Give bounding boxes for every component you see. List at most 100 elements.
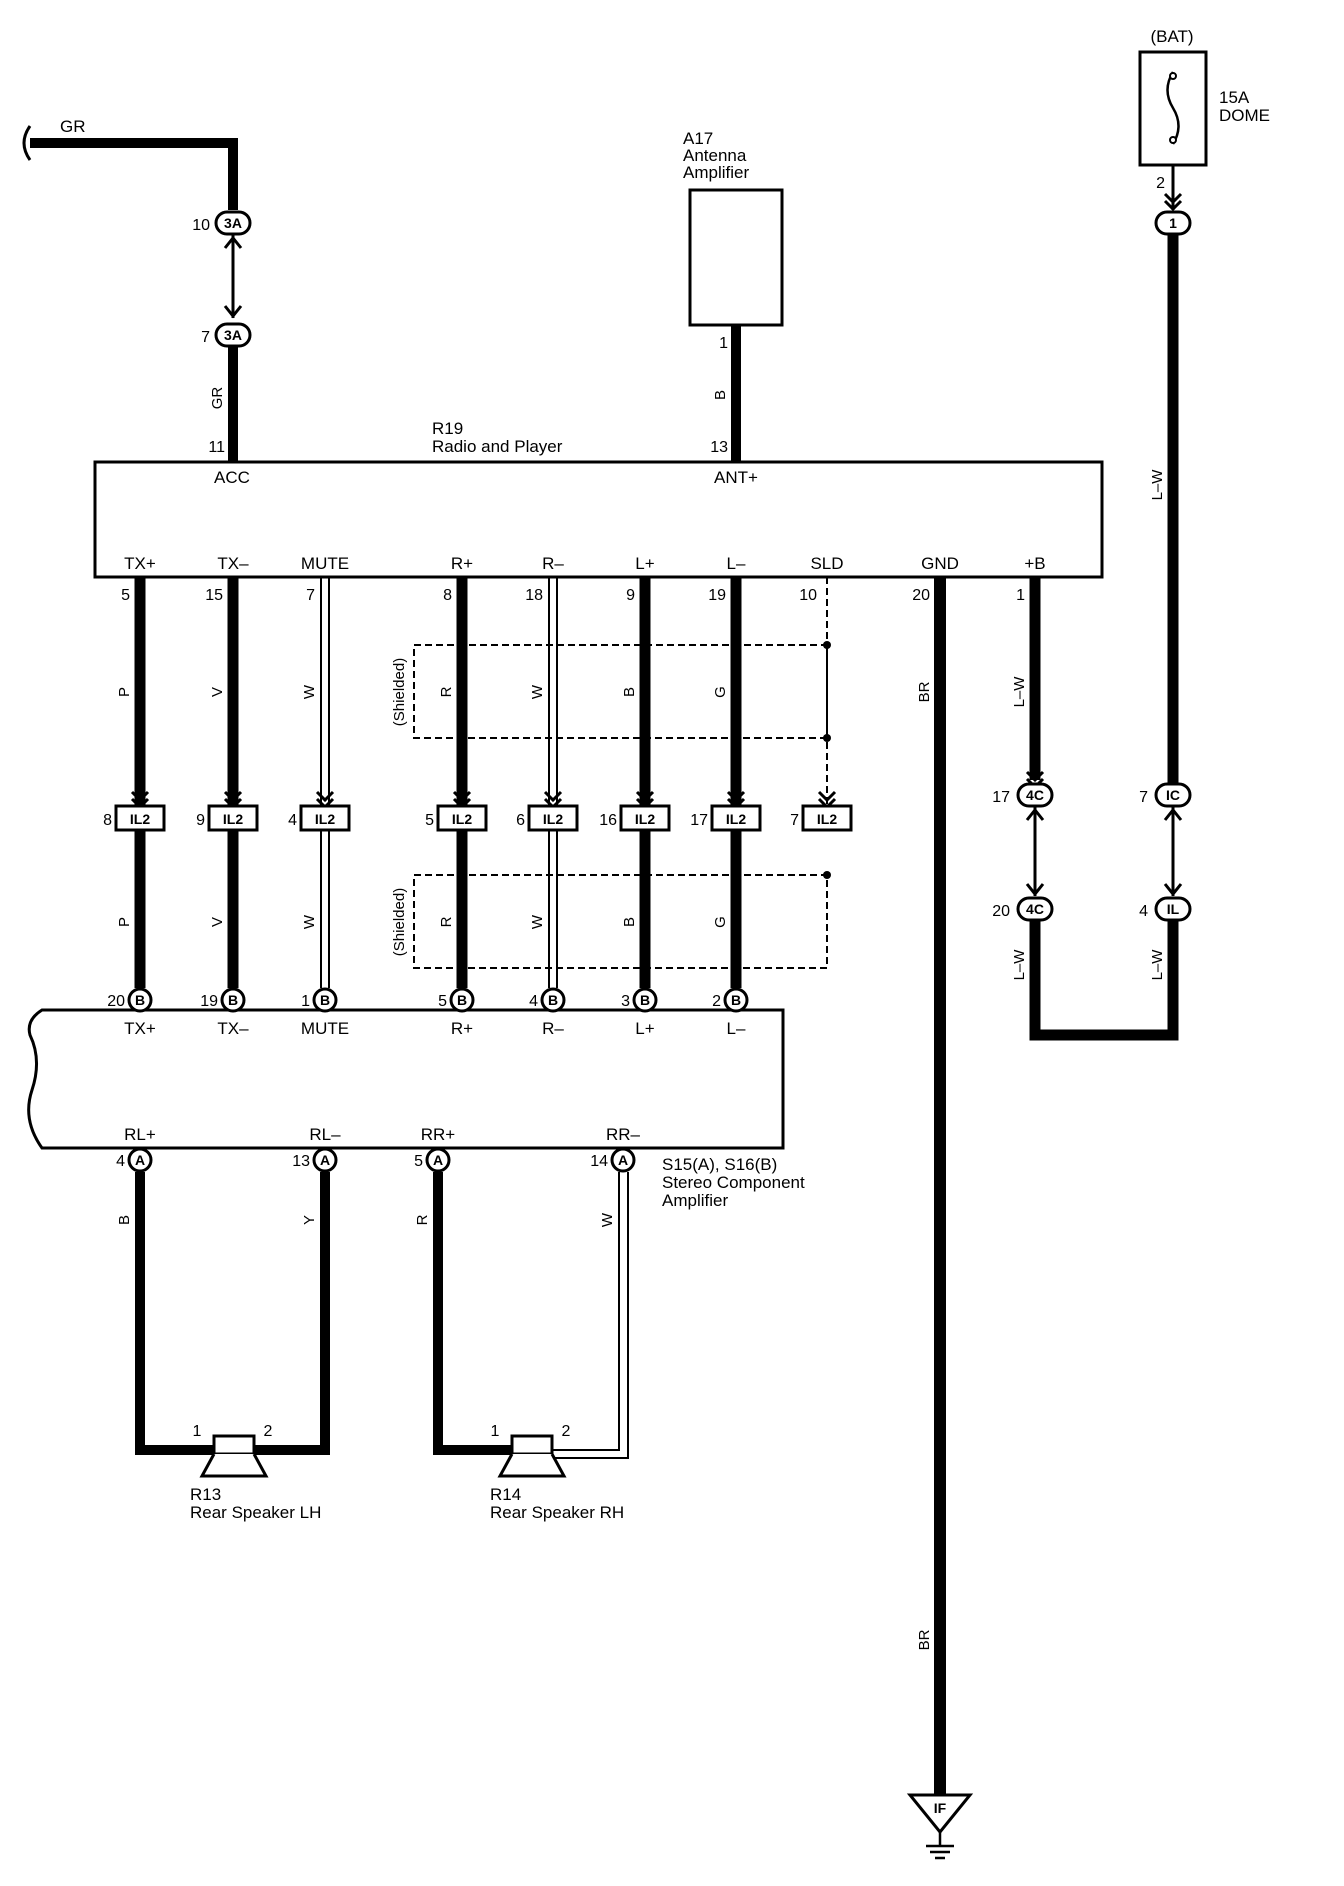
amp-bottom-pin-3: 14 <box>590 1153 608 1170</box>
il2-pin-2: 4 <box>288 812 297 829</box>
amp-bottom-wire-3: W <box>599 1212 616 1227</box>
radio-term-3-label: R+ <box>451 554 473 573</box>
upper-wire-color-6: G <box>712 686 729 698</box>
amp-bottom-pin-0: 4 <box>116 1153 125 1170</box>
il2-code-6: IL2 <box>726 811 746 827</box>
amp-top-pin-2: 1 <box>301 993 310 1010</box>
radio-term-2-pin: 7 <box>306 587 315 604</box>
dome-wire: L–W IC 7 IL 4 <box>1139 234 1192 922</box>
radio-term-7-label: SLD <box>810 554 843 573</box>
radio-term-4-label: R– <box>542 554 564 573</box>
fuse-name: DOME <box>1219 106 1270 125</box>
radio-term-7-pin: 10 <box>799 587 817 604</box>
lower-wire-color-2: W <box>301 914 318 929</box>
conn-4c-code-lower: 4C <box>1026 901 1044 917</box>
amp-a-code-1: A <box>320 1152 330 1168</box>
il2-pin-5: 16 <box>599 812 617 829</box>
fuse-conn-pin: 1 <box>1169 215 1177 231</box>
signal-wire-1: VV <box>209 577 239 988</box>
radio-term-1-pin: 15 <box>205 587 223 604</box>
shielded-label-lower: (Shielded) <box>391 888 408 956</box>
radio-term-5-pin: 9 <box>626 587 635 604</box>
il2-code-3: IL2 <box>452 811 472 827</box>
plus-b-wire: L–W 4C 17 4C 20 <box>992 577 1054 922</box>
radio-acc-label: ACC <box>214 468 250 487</box>
conn-il-code: IL <box>1167 901 1180 917</box>
radio-ant-pin: 13 <box>710 439 728 456</box>
lw-loop: L–W L–W <box>1011 920 1179 1041</box>
radio-term-1-label: TX– <box>217 554 249 573</box>
amp-b-code-3: B <box>457 992 467 1008</box>
amp-bottom-label-1: RL– <box>309 1125 341 1144</box>
signal-wire-6: GG <box>712 577 742 988</box>
conn-il-pin: 4 <box>1139 903 1148 920</box>
ground-point-id: IF <box>934 1800 947 1816</box>
amp-bottom-wire-2: R <box>414 1214 431 1225</box>
signal-wire-3: RR <box>438 577 468 988</box>
amp-top-pin-5: 3 <box>621 993 630 1010</box>
radio-term-6-pin: 19 <box>708 587 726 604</box>
acc-wire-color: GR <box>209 387 226 410</box>
lower-wire-color-5: B <box>621 917 638 927</box>
amp-b-code-5: B <box>640 992 650 1008</box>
radio-name: Radio and Player <box>432 437 563 456</box>
il2-connector-6: IL2 17 <box>690 790 762 832</box>
antenna-name-2: Amplifier <box>683 163 749 182</box>
amp-top-label-3: R+ <box>451 1019 473 1038</box>
loop-wire-color-right: L–W <box>1149 949 1166 981</box>
ground-wire: BR BR IF <box>906 577 974 1860</box>
amp-b-code-2: B <box>320 992 330 1008</box>
amp-id: S15(A), S16(B) <box>662 1155 777 1174</box>
lower-wire-color-1: V <box>209 917 226 927</box>
radio-term-3-pin: 8 <box>443 587 452 604</box>
junction-3a-upper-pin: 10 <box>192 217 210 234</box>
radio-term-5-label: L+ <box>635 554 654 573</box>
gnd-wire-color-lower: BR <box>916 1629 933 1650</box>
shielded-label-upper: (Shielded) <box>391 658 408 726</box>
amp-bottom-label-2: RR+ <box>421 1125 456 1144</box>
conn-ic-code: IC <box>1166 787 1180 803</box>
upper-wire-color-0: P <box>116 687 133 697</box>
il2-code-4: IL2 <box>543 811 563 827</box>
gnd-wire-color: BR <box>916 681 933 702</box>
shield-upper: (Shielded) <box>391 641 831 742</box>
gr-wire-label: GR <box>60 117 86 136</box>
lower-wire-color-4: W <box>529 914 546 929</box>
radio-and-player: R19 Radio and Player 11 13 ACC ANT+ TX+5… <box>93 419 1104 604</box>
conn-4c-lower-pin: 20 <box>992 903 1010 920</box>
antenna-pin: 1 <box>719 335 728 352</box>
amp-bottom-label-3: RR– <box>606 1125 641 1144</box>
upper-wire-color-4: W <box>529 684 546 699</box>
loop-wire-color-left: L–W <box>1011 949 1028 981</box>
fuse-source: (BAT) <box>1150 27 1193 46</box>
amp-top-label-4: R– <box>542 1019 564 1038</box>
lower-wire-color-3: R <box>438 916 455 927</box>
radio-term-9-pin: 1 <box>1016 587 1025 604</box>
il2-code-2: IL2 <box>315 811 335 827</box>
plus-b-wire-color: L–W <box>1011 676 1028 708</box>
amp-top-pin-3: 5 <box>438 993 447 1010</box>
amp-a-code-0: A <box>135 1152 145 1168</box>
radio-term-8-pin: 20 <box>912 587 930 604</box>
amp-top-label-0: TX+ <box>124 1019 156 1038</box>
amp-top-pin-6: 2 <box>712 993 721 1010</box>
amp-top-label-6: L– <box>727 1019 746 1038</box>
amp-name-2: Amplifier <box>662 1191 728 1210</box>
il2-pin-6: 17 <box>690 812 708 829</box>
speaker-lh-pin1: 1 <box>193 1423 202 1440</box>
il2-pin-3: 5 <box>425 812 434 829</box>
speaker-lh-name: Rear Speaker LH <box>190 1503 321 1522</box>
signal-wire-0: PP <box>116 577 146 988</box>
radio-ant-label: ANT+ <box>714 468 758 487</box>
fuse-rating: 15A <box>1219 88 1250 107</box>
il2-code-7: IL2 <box>817 811 837 827</box>
radio-term-0-label: TX+ <box>124 554 156 573</box>
amp-bottom-pin-1: 13 <box>292 1153 310 1170</box>
speaker-rh-pin2: 2 <box>562 1423 571 1440</box>
amp-top-label-5: L+ <box>635 1019 654 1038</box>
